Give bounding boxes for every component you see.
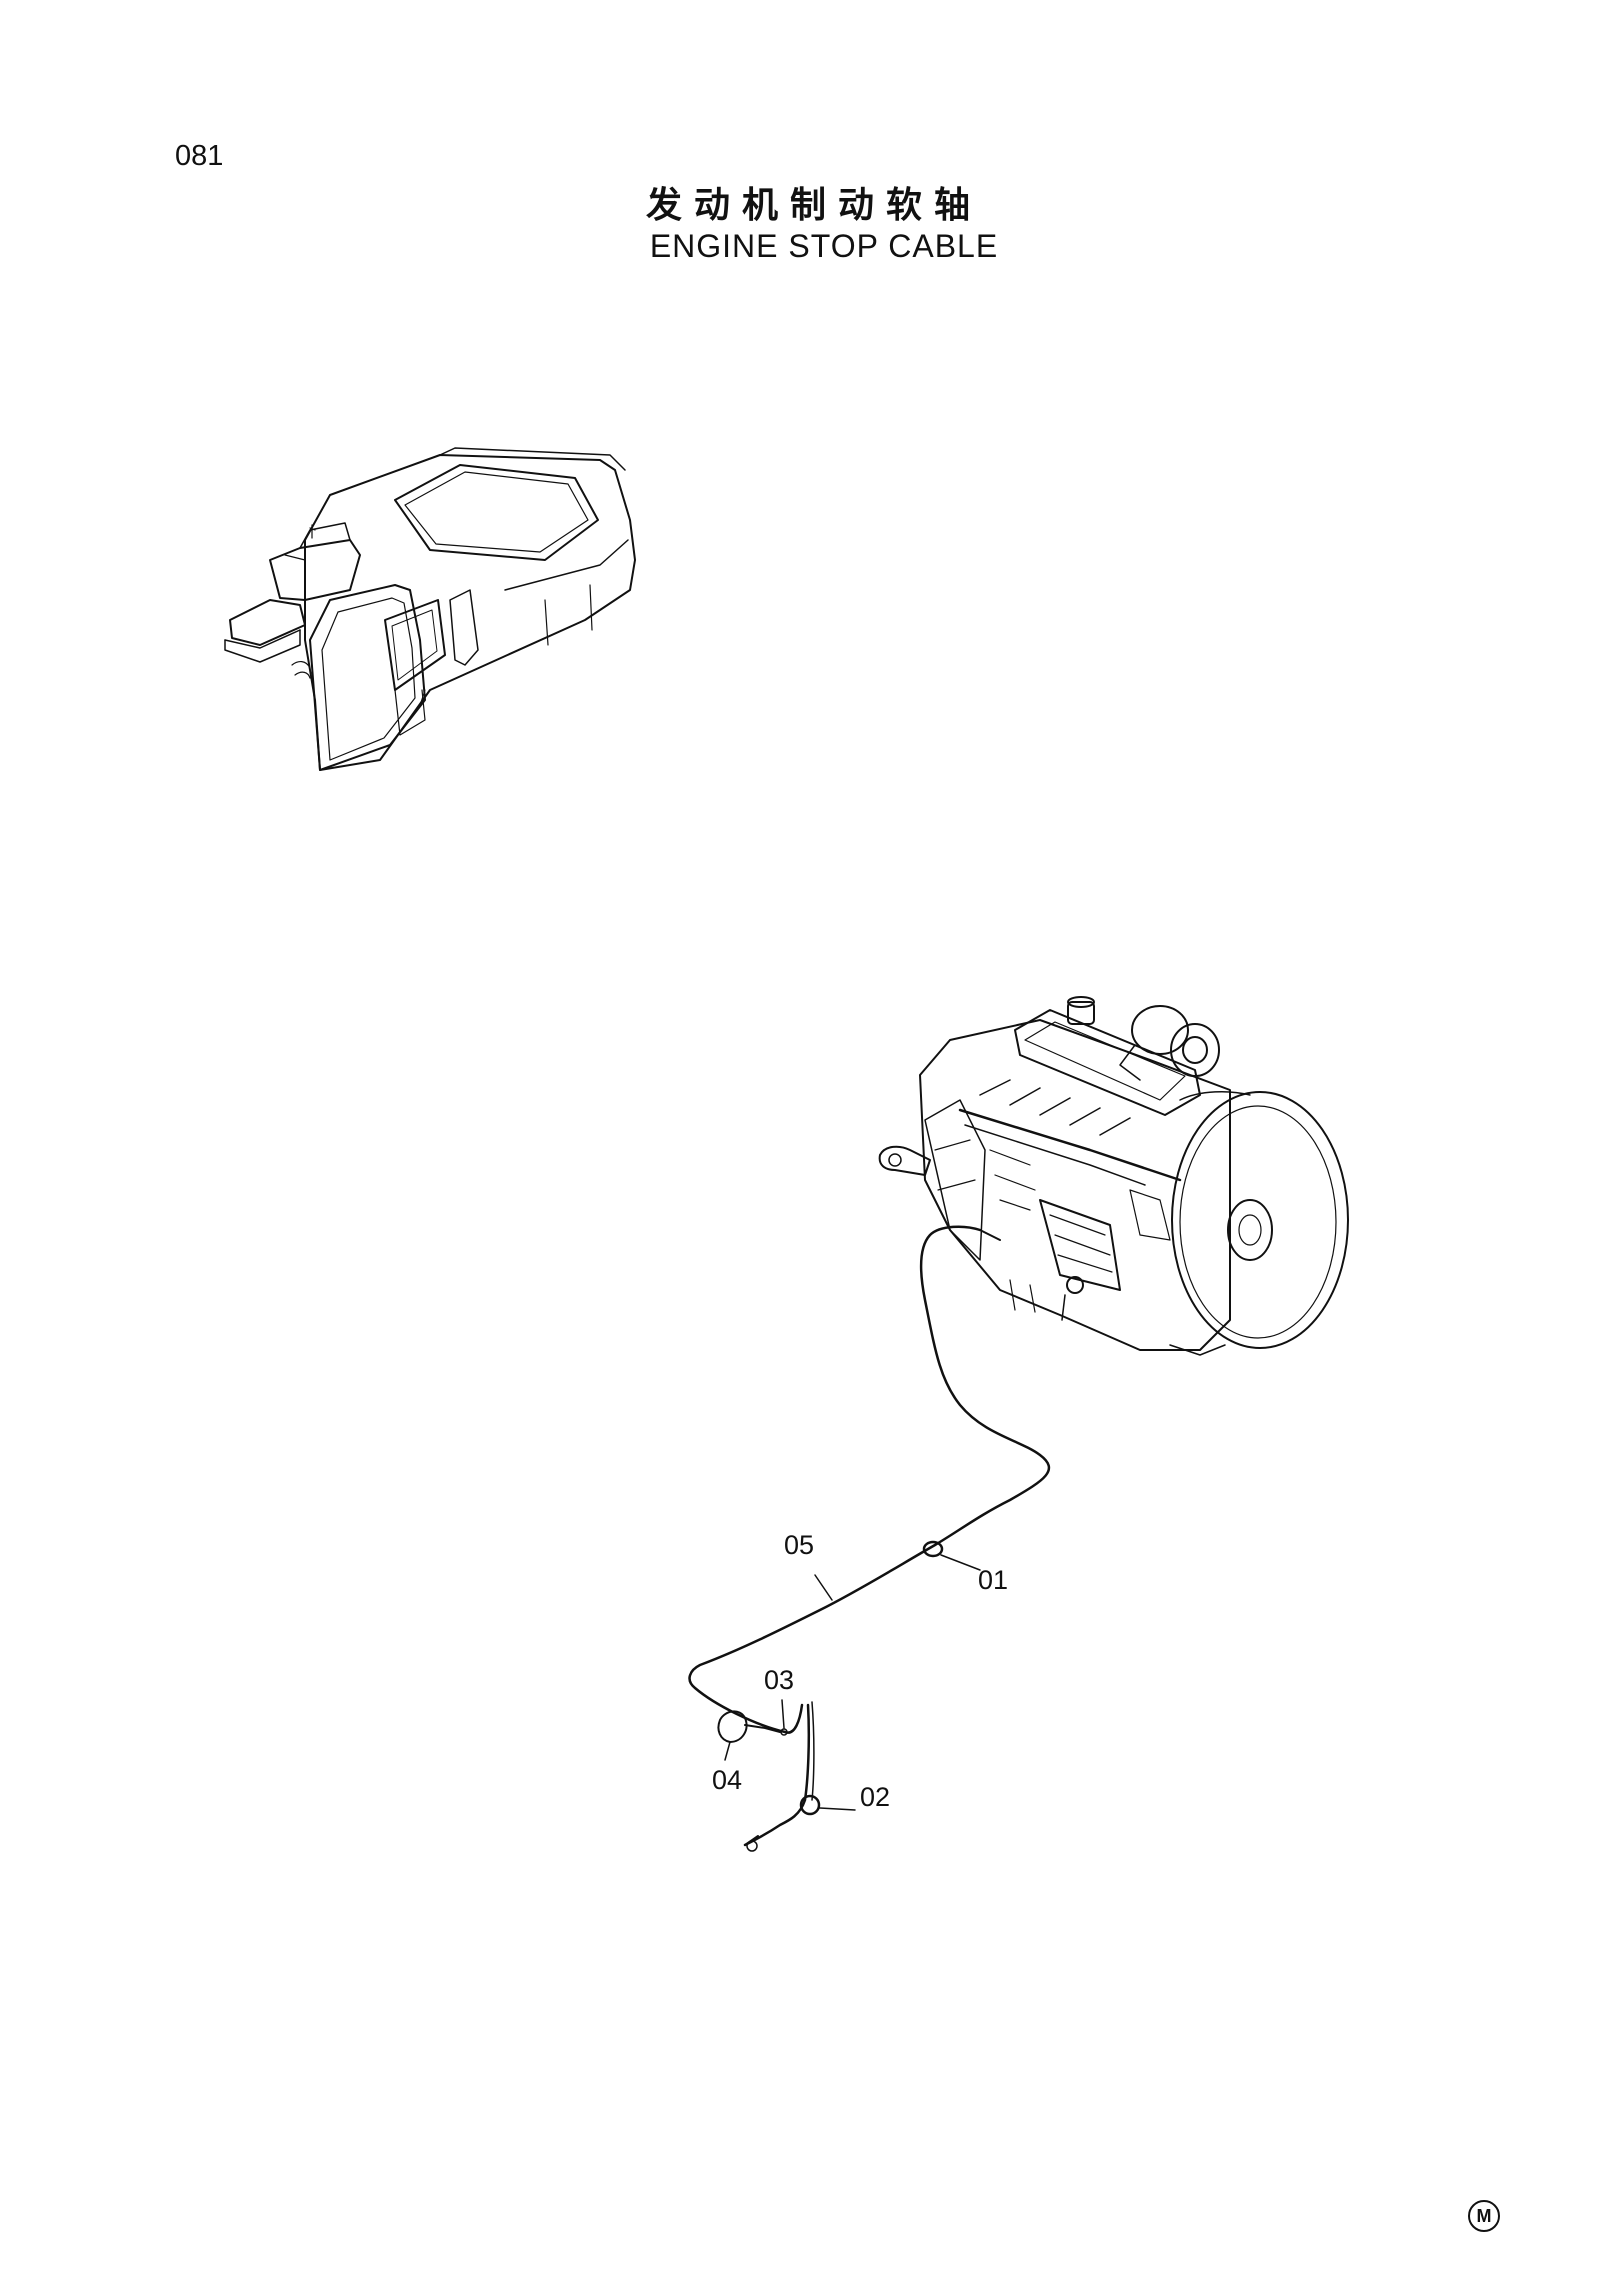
diagram-title-cn: 发动机制动软轴 — [645, 185, 982, 226]
callout-01: 01 — [978, 1565, 1009, 1595]
callout-02: 02 — [860, 1782, 891, 1812]
manufacturer-mark: M — [1468, 2200, 1500, 2232]
excavator-locator-drawing — [224, 447, 636, 771]
callout-03: 03 — [764, 1665, 795, 1695]
page-number: 081 — [175, 140, 224, 172]
callout-05: 05 — [784, 1530, 815, 1560]
callout-04: 04 — [712, 1765, 743, 1795]
diagram-title-en: ENGINE STOP CABLE — [649, 228, 999, 264]
stop-cable-drawing — [688, 1225, 1051, 1852]
engine-drawing — [878, 996, 1349, 1356]
